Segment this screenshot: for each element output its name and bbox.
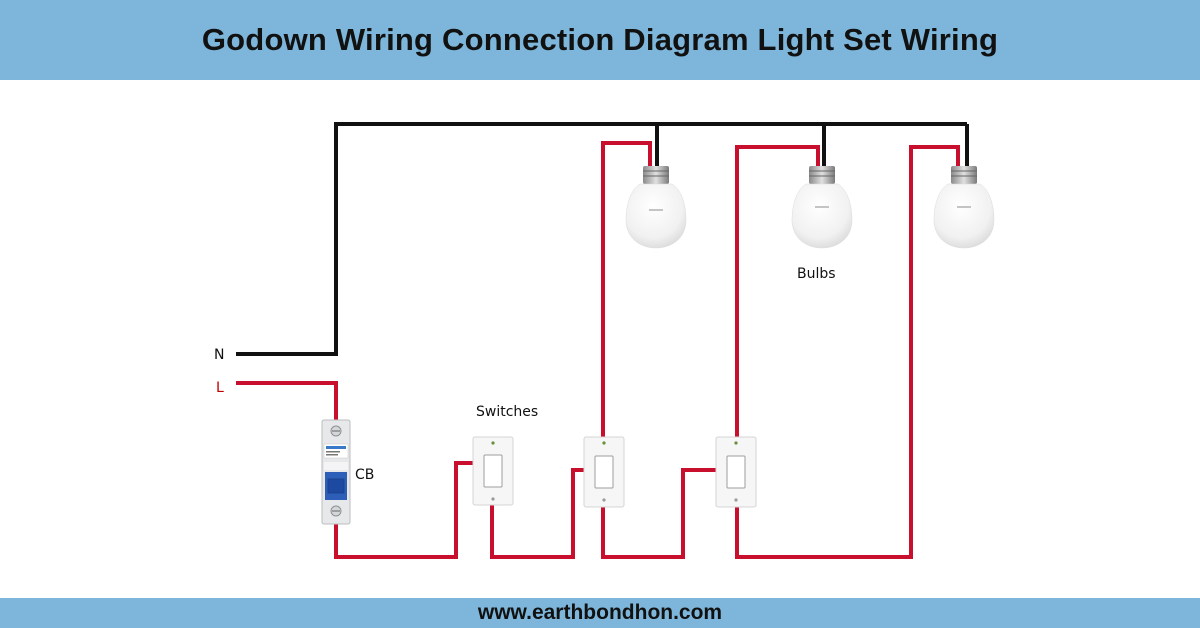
circuit-breaker-icon <box>321 419 351 525</box>
live-wire-switch-2-to-switch-3 <box>601 468 716 559</box>
switches-label: Switches <box>476 404 538 420</box>
bulb-icon <box>625 166 687 249</box>
switch-icon <box>715 436 757 508</box>
live-wire-switch-1-to-switch-2 <box>490 468 584 559</box>
header-banner: Godown Wiring Connection Diagram Light S… <box>0 0 1200 80</box>
live-wires <box>236 141 960 559</box>
footer-banner: www.earthbondhon.com <box>0 598 1200 628</box>
switch-icon <box>583 436 625 508</box>
live-label: L <box>216 380 224 396</box>
live-wire-cb-to-switch-1 <box>334 461 474 559</box>
circuit-breaker-label: CB <box>355 467 374 483</box>
live-wire-to-cb <box>236 381 338 420</box>
live-wire-switch-3-return <box>735 145 960 559</box>
footer-url: www.earthbondhon.com <box>477 601 723 624</box>
wiring-diagram: N L CB Switches Bulbs <box>214 122 995 559</box>
bulbs-label: Bulbs <box>797 266 836 282</box>
live-wire-switch-3-to-bulb-2 <box>735 145 820 437</box>
bulb-icon <box>933 166 995 249</box>
page-title: Godown Wiring Connection Diagram Light S… <box>201 22 999 57</box>
neutral-label: N <box>214 347 224 363</box>
neutral-wire-main <box>236 122 967 356</box>
live-wire-switch-2-to-bulb-1 <box>601 141 652 437</box>
neutral-wires <box>236 122 969 356</box>
switch-icon <box>472 436 514 506</box>
bulb-icon <box>791 166 853 249</box>
